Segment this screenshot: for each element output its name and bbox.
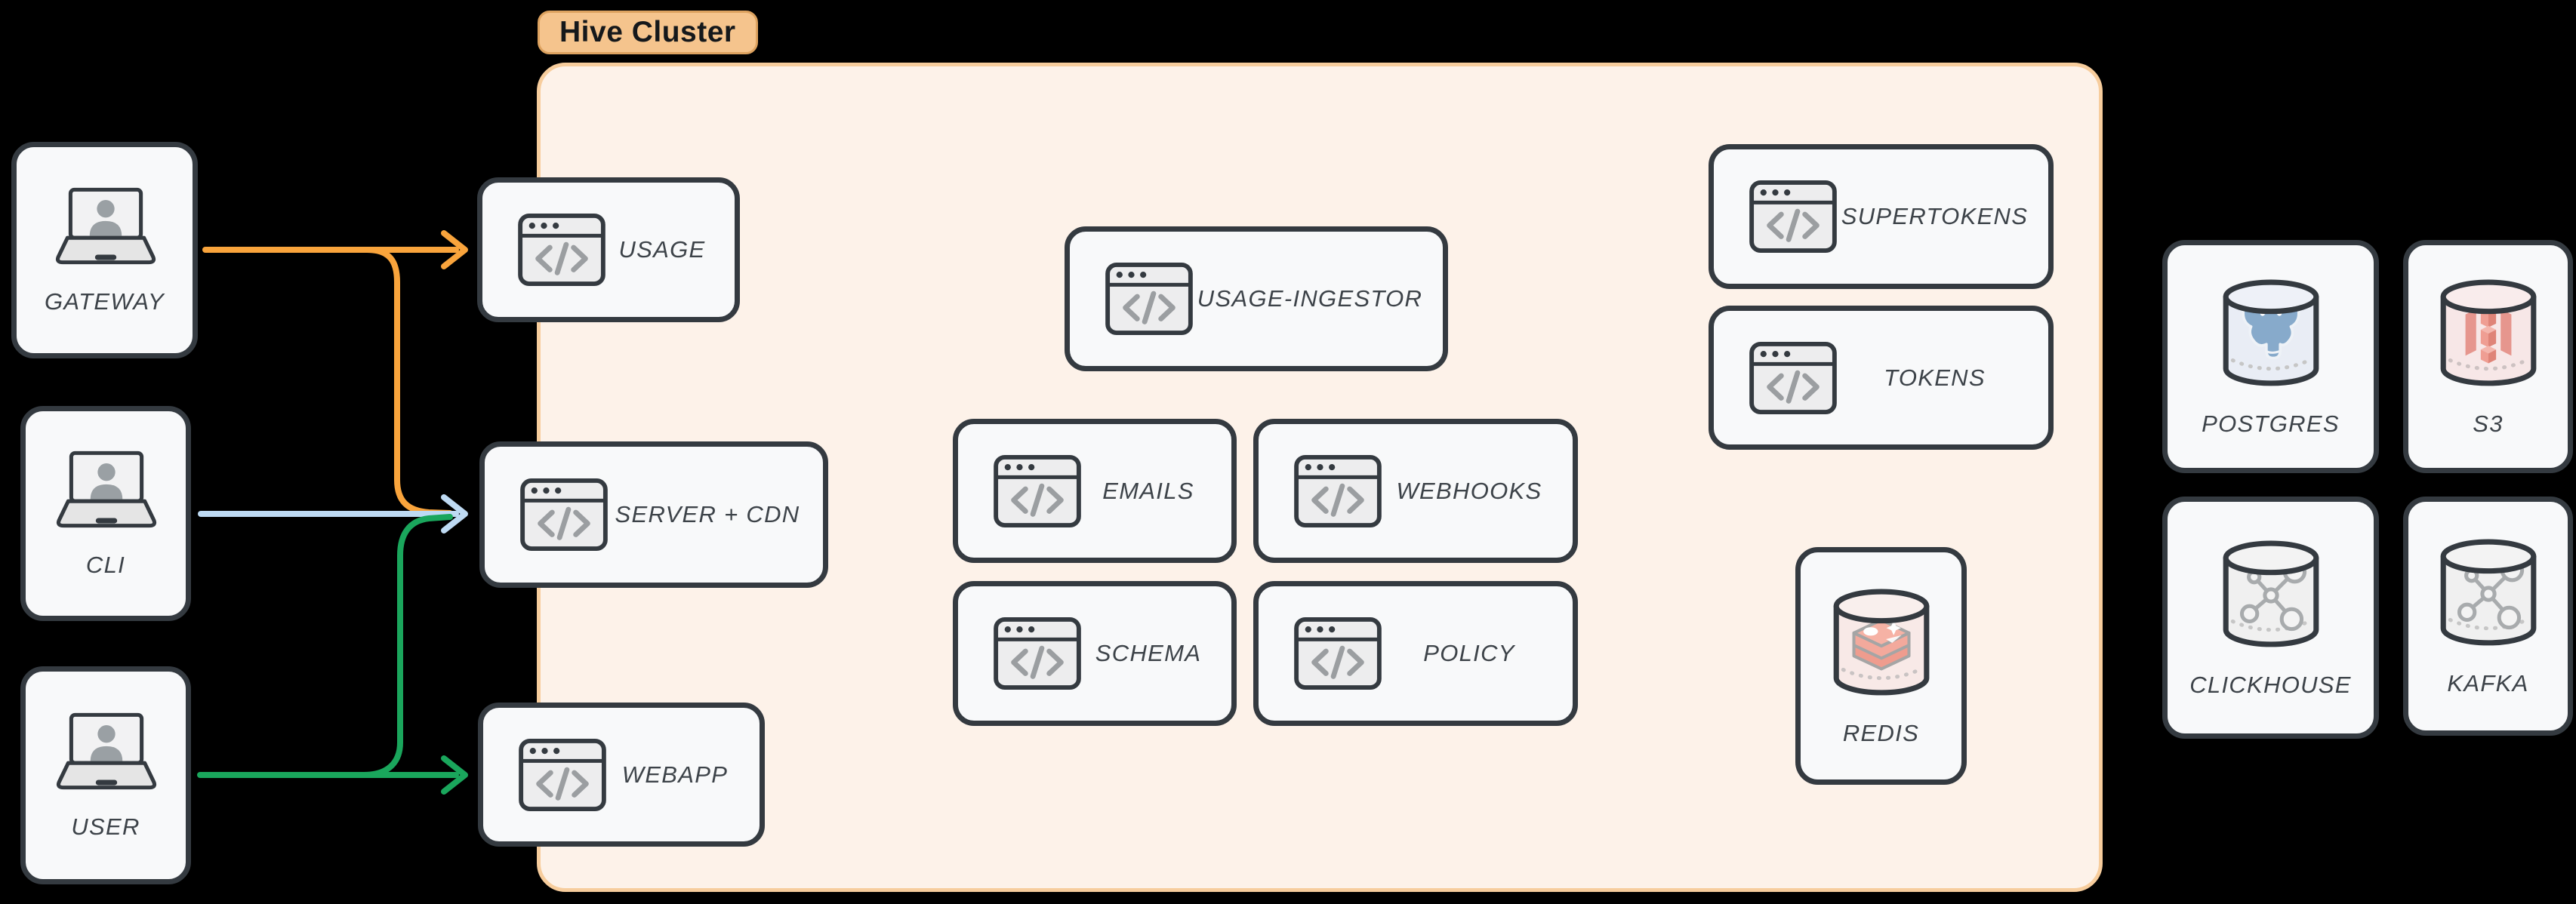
code-window-icon bbox=[519, 478, 609, 552]
s3-database-icon bbox=[2438, 276, 2539, 389]
db-node-postgres: POSTGRES bbox=[2162, 240, 2379, 473]
kafka-database-icon bbox=[2438, 536, 2539, 649]
laptop-user-icon bbox=[48, 711, 163, 794]
laptop-user-icon bbox=[48, 186, 162, 269]
db-node-s3: S3 bbox=[2403, 240, 2573, 473]
service-node-emails: EMAILS bbox=[953, 419, 1237, 563]
code-window-icon bbox=[1105, 262, 1194, 336]
db-node-redis: REDIS bbox=[1795, 547, 1967, 785]
db-node-clickhouse: CLICKHOUSE bbox=[2162, 497, 2379, 739]
service-label: TOKENS bbox=[1884, 364, 1986, 391]
service-node-usage-ingestor: USAGE-INGESTOR bbox=[1065, 226, 1448, 371]
service-label: WEBHOOKS bbox=[1396, 477, 1542, 504]
code-window-icon bbox=[1749, 180, 1838, 254]
laptop-user-icon bbox=[48, 449, 163, 532]
service-label: SERVER + CDN bbox=[615, 501, 800, 527]
db-label: S3 bbox=[2473, 410, 2504, 437]
arrowhead-cli-to-server-cdn bbox=[441, 494, 468, 533]
code-window-icon bbox=[1293, 617, 1382, 690]
db-label: POSTGRES bbox=[2202, 410, 2340, 437]
code-window-icon bbox=[1749, 341, 1838, 415]
service-label: SUPERTOKENS bbox=[1841, 203, 2029, 229]
service-label: WEBAPP bbox=[621, 761, 729, 788]
actor-label: USER bbox=[71, 813, 140, 840]
actor-node-user: USER bbox=[20, 666, 191, 884]
code-window-icon bbox=[993, 617, 1082, 690]
service-node-schema: SCHEMA bbox=[953, 581, 1237, 726]
service-node-supertokens: SUPERTOKENS bbox=[1709, 144, 2054, 289]
actor-node-gateway: GATEWAY bbox=[11, 142, 198, 358]
db-label: REDIS bbox=[1842, 719, 1920, 746]
service-label: EMAILS bbox=[1102, 477, 1194, 504]
service-label: SCHEMA bbox=[1095, 640, 1202, 666]
service-node-usage: USAGE bbox=[477, 177, 740, 322]
code-window-icon bbox=[993, 454, 1082, 528]
actor-label: CLI bbox=[85, 551, 126, 578]
service-label: USAGE-INGESTOR bbox=[1197, 285, 1423, 312]
service-node-policy: POLICY bbox=[1253, 581, 1578, 726]
arrowhead-user-to-webapp bbox=[441, 755, 468, 795]
db-label: CLICKHOUSE bbox=[2189, 671, 2352, 698]
service-node-webhooks: WEBHOOKS bbox=[1253, 419, 1578, 563]
arrow-gateway-to-server-cdn bbox=[364, 247, 453, 516]
service-node-tokens: TOKENS bbox=[1709, 306, 2054, 450]
service-label: POLICY bbox=[1423, 640, 1515, 666]
actor-label: GATEWAY bbox=[45, 287, 165, 315]
code-window-icon bbox=[1293, 454, 1382, 528]
code-window-icon bbox=[518, 738, 607, 812]
hive-cluster-badge: Hive Cluster bbox=[538, 11, 758, 54]
db-label: KAFKA bbox=[2447, 669, 2529, 696]
service-node-server-cdn: SERVER + CDN bbox=[479, 441, 828, 588]
hive-cluster-label: Hive Cluster bbox=[559, 16, 736, 48]
clickhouse-database-icon bbox=[2220, 537, 2322, 650]
postgres-database-icon bbox=[2220, 276, 2322, 389]
code-window-icon bbox=[517, 213, 606, 287]
db-node-kafka: KAFKA bbox=[2403, 497, 2573, 736]
arrowhead-gateway-to-usage bbox=[441, 230, 468, 269]
redis-database-icon bbox=[1831, 586, 1932, 699]
service-label: USAGE bbox=[618, 236, 706, 263]
arrow-user-to-server-cdn bbox=[361, 514, 453, 778]
actor-node-cli: CLI bbox=[20, 406, 191, 621]
service-node-webapp: WEBAPP bbox=[478, 703, 765, 847]
